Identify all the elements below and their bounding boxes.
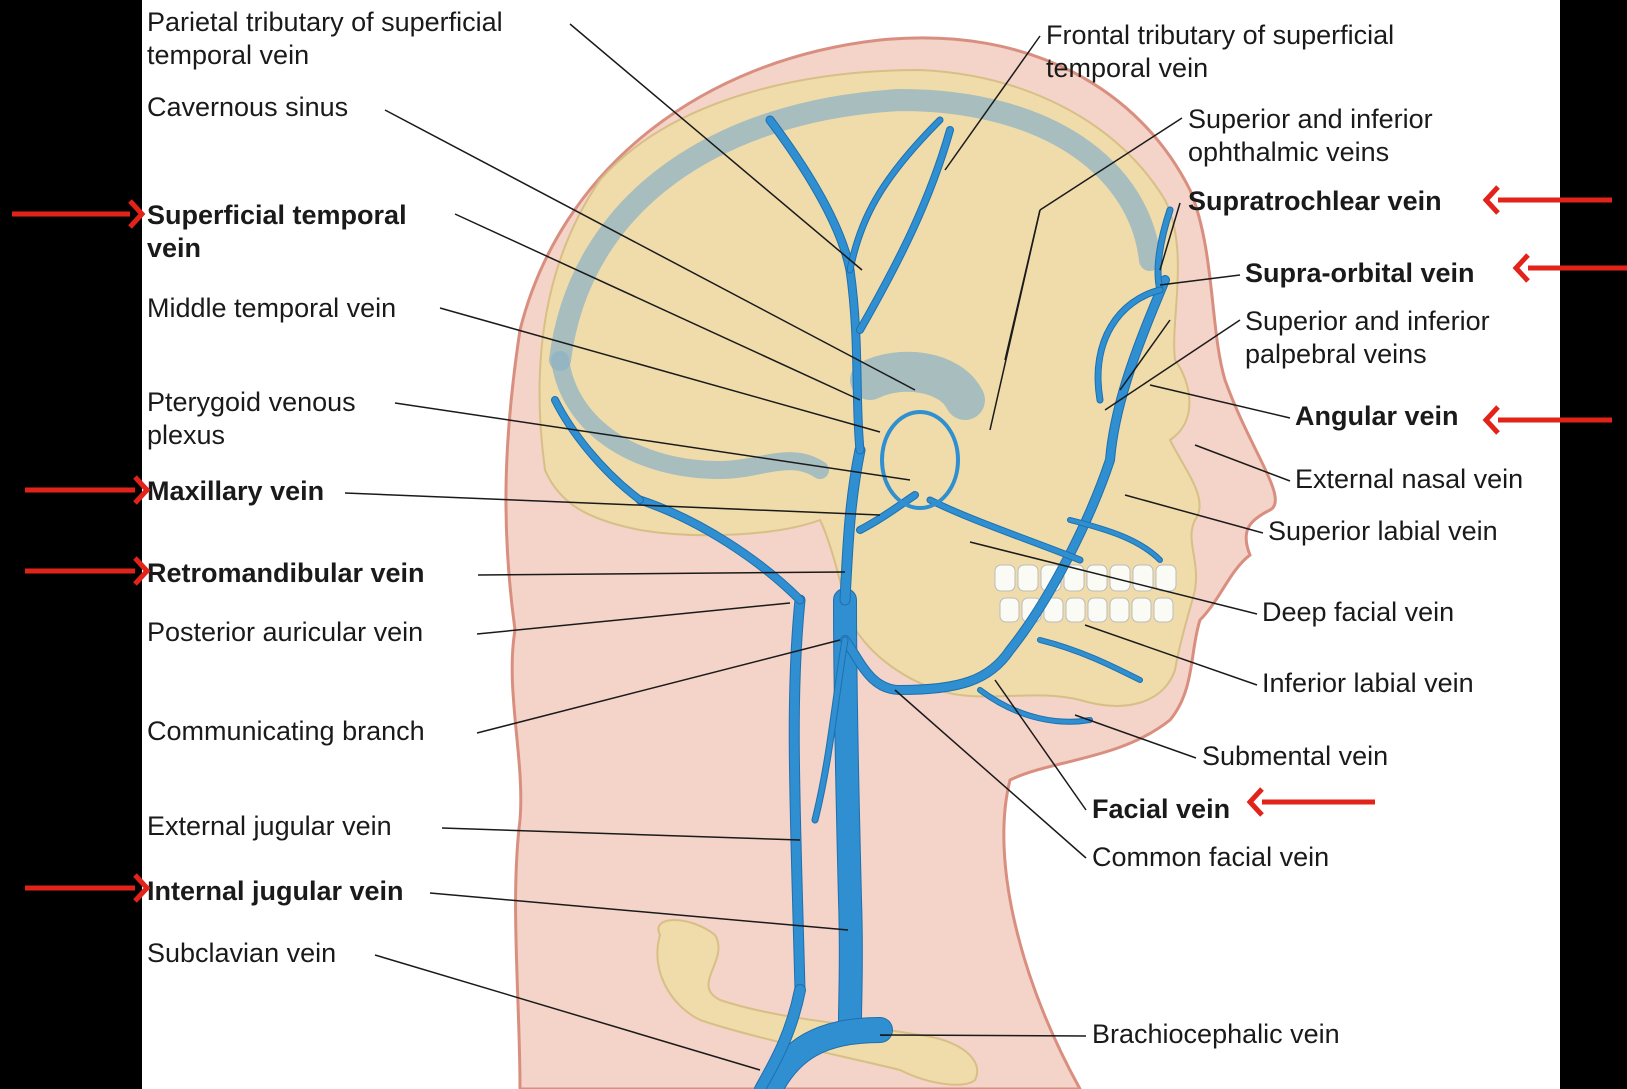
upper-tooth <box>1018 565 1038 591</box>
lower-tooth <box>1000 598 1019 622</box>
external-nasal-label: External nasal vein <box>1295 464 1523 494</box>
superficial-temporal-label: Superficial temporal <box>147 200 407 230</box>
cavernous-sinus-label: Cavernous sinus <box>147 92 348 122</box>
communicating-branch-label: Communicating branch <box>147 716 425 746</box>
brachiocephalic-leader <box>880 1035 1086 1036</box>
retromandibular-label: Retromandibular vein <box>147 558 425 588</box>
palpebral-label: Superior and inferior <box>1245 306 1490 336</box>
submental-label: Submental vein <box>1202 741 1388 771</box>
upper-tooth <box>1156 565 1176 591</box>
parietal-tributary-label: Parietal tributary of superficial <box>147 7 503 37</box>
lower-tooth <box>1110 598 1129 622</box>
external-jugular-label: External jugular vein <box>147 811 392 841</box>
maxillary-label: Maxillary vein <box>147 476 324 506</box>
supra-orbital-label: Supra-orbital vein <box>1245 258 1475 288</box>
pterygoid-plexus-label-line2: plexus <box>147 420 225 450</box>
superior-labial-label: Superior labial vein <box>1268 516 1498 546</box>
lower-tooth <box>1066 598 1085 622</box>
lower-tooth <box>1088 598 1107 622</box>
upper-tooth <box>995 565 1015 591</box>
posterior-auricular-label: Posterior auricular vein <box>147 617 423 647</box>
inferior-labial-label: Inferior labial vein <box>1262 668 1474 698</box>
frontal-tributary-label: Frontal tributary of superficial <box>1046 20 1394 50</box>
external-jugular-vein <box>794 600 800 990</box>
brachiocephalic-label: Brachiocephalic vein <box>1092 1019 1340 1049</box>
deep-facial-label: Deep facial vein <box>1262 597 1454 627</box>
internal-jugular-label: Internal jugular vein <box>147 876 404 906</box>
parietal-tributary-label-line2: temporal vein <box>147 40 309 70</box>
internal-jugular-vein <box>845 600 851 1020</box>
frontal-tributary-label-line2: temporal vein <box>1046 53 1208 83</box>
pterygoid-plexus-label: Pterygoid venous <box>147 387 356 417</box>
supratrochlear-label: Supratrochlear vein <box>1188 186 1442 216</box>
subclavian-label: Subclavian vein <box>147 938 336 968</box>
facial-label: Facial vein <box>1092 794 1230 824</box>
ophthalmic-label: Superior and inferior <box>1188 104 1433 134</box>
lower-tooth <box>1154 598 1173 622</box>
middle-temporal-label: Middle temporal vein <box>147 293 396 323</box>
upper-tooth <box>1087 565 1107 591</box>
common-facial-label: Common facial vein <box>1092 842 1329 872</box>
ophthalmic-label-line2: ophthalmic veins <box>1188 137 1389 167</box>
superficial-temporal-label-line2: vein <box>147 233 201 263</box>
palpebral-label-line2: palpebral veins <box>1245 339 1427 369</box>
lower-tooth <box>1132 598 1151 622</box>
angular-label: Angular vein <box>1295 401 1459 431</box>
